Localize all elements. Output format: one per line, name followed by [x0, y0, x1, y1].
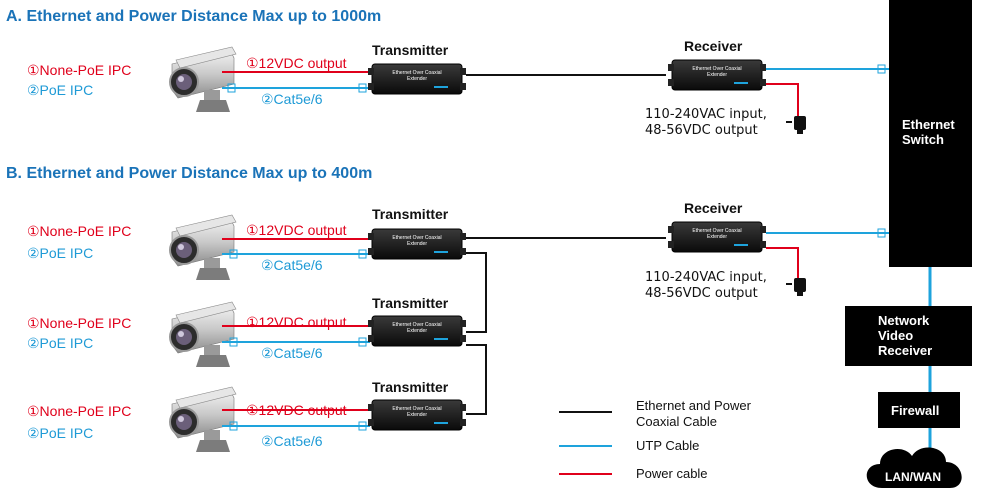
legend-coax-line2: Coaxial Cable	[636, 414, 717, 429]
camera-icon	[169, 214, 237, 281]
device-face-text: Ethernet Over Coaxial	[692, 66, 741, 72]
device-face-text: Ethernet Over Coaxial	[692, 228, 741, 234]
section-b-title: B. Ethernet and Power Distance Max up to…	[6, 165, 373, 182]
rj45-connector-icon	[358, 249, 367, 259]
transmitter-label: Transmitter	[372, 42, 449, 58]
legend-power-label: Power cable	[636, 466, 708, 481]
section-a-title: A. Ethernet and Power Distance Max up to…	[6, 8, 382, 25]
coax-cable	[466, 252, 487, 333]
receiver-label: Receiver	[684, 200, 743, 216]
poe-label: ②PoE IPC	[27, 245, 94, 261]
nvr-box	[845, 306, 972, 366]
none-poe-label: ①None-PoE IPC	[27, 315, 132, 331]
device-face-text: Ethernet Over Coaxial	[392, 70, 441, 76]
power-supply-output: 48-56VDC output	[645, 123, 758, 138]
device-face-text: Extender	[407, 328, 427, 334]
power-cable	[766, 83, 799, 116]
none-poe-label: ①None-PoE IPC	[27, 223, 132, 239]
power-adapter-icon	[785, 277, 807, 297]
rj45-connector-icon	[227, 83, 236, 93]
power-supply-output: 48-56VDC output	[645, 286, 758, 301]
poe-label: ②PoE IPC	[27, 82, 94, 98]
legend-coax-line1: Ethernet and Power	[636, 398, 751, 413]
power-supply-spec: 110-240VAC input, 48-56VDC output	[645, 270, 767, 302]
poe-label: ②PoE IPC	[27, 335, 94, 351]
legend-utp-label: UTP Cable	[636, 438, 700, 453]
device-face-text: Extender	[407, 241, 427, 247]
nvr-label-line2: Video	[878, 328, 914, 343]
transmitter-label: Transmitter	[372, 295, 449, 311]
none-poe-label: ①None-PoE IPC	[27, 62, 132, 78]
transmitter-label: Transmitter	[372, 379, 449, 395]
nvr-label-line1: Network	[878, 313, 930, 328]
dc-output-label: ①12VDC output	[246, 55, 347, 71]
device-face-text: Extender	[407, 412, 427, 418]
cat5-label: ②Cat5e/6	[261, 91, 323, 107]
transmitter-label: Transmitter	[372, 206, 449, 222]
device-face-text: Ethernet Over Coaxial	[392, 406, 441, 412]
poe-label: ②PoE IPC	[27, 425, 94, 441]
cat5-label: ②Cat5e/6	[261, 257, 323, 273]
camera-icon	[169, 386, 237, 453]
power-cable	[766, 247, 799, 278]
nvr-label: Network Video Receiver	[878, 313, 932, 358]
rj45-connector-icon	[358, 337, 367, 347]
switch-label: Ethernet Switch	[902, 117, 955, 147]
rj45-connector-icon	[229, 249, 238, 259]
device-face-text: Extender	[707, 72, 727, 78]
rj45-connector-icon	[877, 228, 886, 238]
firewall-label: Firewall	[891, 403, 940, 418]
dc-output-label: ①12VDC output	[246, 402, 347, 418]
rj45-connector-icon	[358, 421, 367, 431]
firewall-box	[878, 392, 960, 428]
rj45-connector-icon	[229, 337, 238, 347]
none-poe-label: ①None-PoE IPC	[27, 403, 132, 419]
cat5-label: ②Cat5e/6	[261, 345, 323, 361]
cloud-icon	[866, 447, 962, 488]
receiver-label: Receiver	[684, 38, 743, 54]
device-face-text: Ethernet Over Coaxial	[392, 235, 441, 241]
switch-label-line2: Switch	[902, 132, 944, 147]
cat5-label: ②Cat5e/6	[261, 433, 323, 449]
coax-cable	[466, 344, 487, 415]
dc-output-label: ①12VDC output	[246, 222, 347, 238]
cloud-label: LAN/WAN	[885, 470, 941, 484]
rj45-connector-icon	[358, 83, 367, 93]
switch-label-line1: Ethernet	[902, 117, 955, 132]
power-supply-input: 110-240VAC input,	[645, 270, 767, 285]
power-supply-input: 110-240VAC input,	[645, 107, 767, 122]
device-face-text: Extender	[707, 234, 727, 240]
power-adapter-icon	[785, 115, 807, 135]
nvr-label-line3: Receiver	[878, 343, 933, 358]
dc-output-label: ①12VDC output	[246, 314, 347, 330]
device-face-text: Ethernet Over Coaxial	[392, 322, 441, 328]
device-face-text: Extender	[407, 76, 427, 82]
power-supply-spec: 110-240VAC input, 48-56VDC output	[645, 107, 767, 139]
camera-icon	[169, 46, 237, 113]
ethernet-switch-box	[889, 0, 972, 267]
legend-coax-label: Ethernet and Power Coaxial Cable	[636, 398, 751, 430]
rj45-connector-icon	[229, 421, 238, 431]
camera-icon	[169, 301, 237, 368]
rj45-connector-icon	[877, 64, 886, 74]
